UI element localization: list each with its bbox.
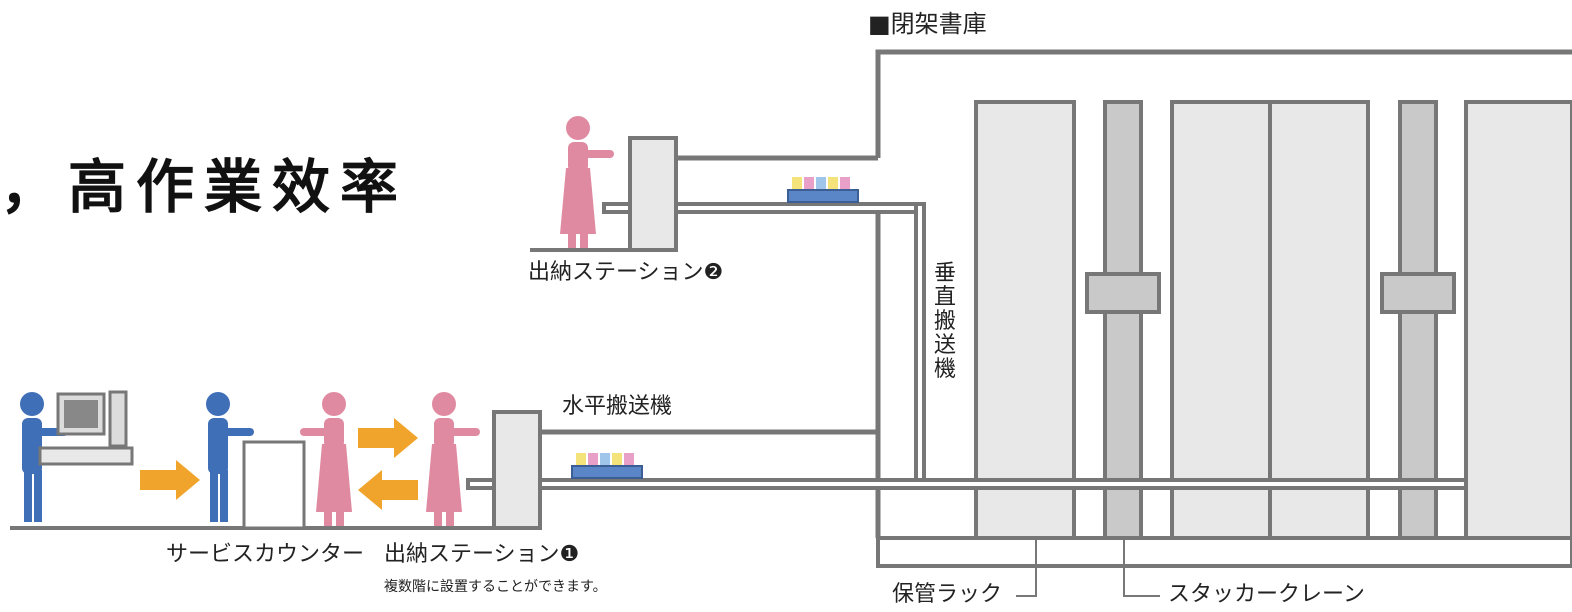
computer-terminal: [38, 390, 134, 466]
horizontal-conveyor-label: 水平搬送機: [562, 394, 673, 419]
stacker-crane-mast: [1103, 100, 1143, 540]
stacker-crane-label: スタッカークレーン: [1168, 582, 1365, 607]
book-tray-upper: [787, 177, 859, 203]
closed-stacks-label: ■閉架書庫: [868, 10, 987, 38]
book-tray-lower: [571, 453, 643, 479]
storage-rack: [974, 100, 1076, 540]
station-2-label: 出納ステーション❷: [528, 260, 724, 285]
vertical-conveyor-label: 垂直搬送機: [933, 261, 956, 382]
station-1-unit: [492, 410, 542, 530]
station-2-unit: [628, 136, 678, 252]
storage-rack-label: 保管ラック: [892, 582, 1003, 607]
service-counter-desk: [242, 440, 306, 530]
storage-rack-leader: [1016, 540, 1037, 597]
staff-person-computer: [20, 392, 68, 522]
stacker-cranes: [1085, 100, 1456, 540]
arrow-right: [140, 460, 200, 500]
service-counter-label: サービスカウンター: [166, 542, 365, 567]
station-1-label: 出納ステーション❶: [384, 542, 580, 567]
user-person: [300, 392, 352, 526]
storage-rack: [1464, 100, 1572, 540]
storage-racks: [974, 100, 1572, 540]
user-person: [560, 116, 614, 248]
headline-text: ，高作業效率: [0, 153, 409, 221]
storage-rack: [1268, 100, 1370, 540]
stacker-crane-carriage: [1380, 272, 1456, 314]
stacker-crane-leader: [1123, 540, 1160, 597]
arrow-right: [358, 418, 418, 458]
stacker-crane-mast: [1398, 100, 1438, 540]
staff-person-counter: [206, 392, 254, 522]
station-1-note: 複数階に設置することができます。: [384, 579, 607, 595]
user-person: [426, 392, 480, 526]
arrow-left: [358, 470, 418, 510]
storage-rack: [1170, 100, 1272, 540]
stacker-crane-carriage: [1085, 272, 1161, 314]
conveyor-lines: [466, 155, 1468, 490]
